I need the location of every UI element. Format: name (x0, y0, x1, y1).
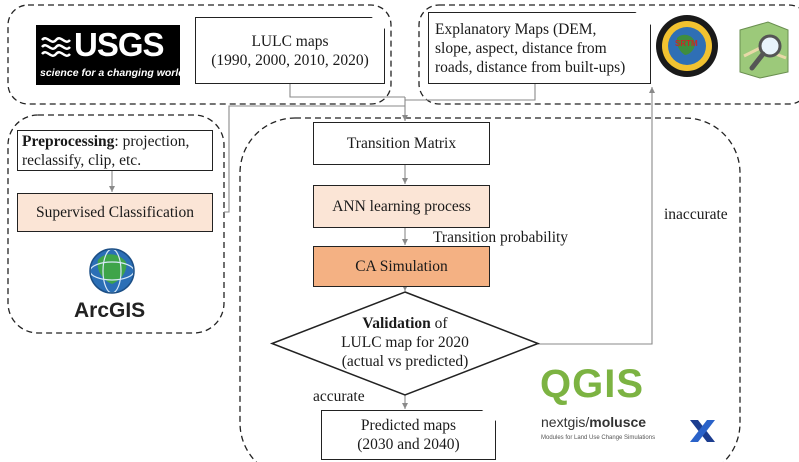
supervised-classification-box: Supervised Classification (17, 193, 213, 232)
srtm-logo (656, 15, 718, 77)
preprocessing-text2: reclassify, clip, etc. (22, 151, 142, 169)
usgs-wave-icon (41, 37, 71, 57)
ca-simulation-box: CA Simulation (313, 246, 490, 287)
explanatory-maps-line1: Explanatory Maps (DEM, (435, 20, 597, 38)
explanatory-maps-box: Explanatory Maps (DEM, slope, aspect, di… (428, 12, 651, 84)
classification-to-matrix-connector (224, 105, 405, 213)
validation-text2: LULC map for 2020 (341, 334, 469, 351)
explanatory-maps-line2: slope, aspect, distance from (435, 39, 607, 57)
qgis-logo: QGIS (540, 362, 645, 406)
molusce-logo: nextgis/molusce (541, 414, 646, 430)
predicted-maps-line1: Predicted maps (360, 417, 457, 434)
preprocessing-text1: : projection, (114, 132, 190, 150)
usgs-wordmark: USGS (74, 26, 165, 63)
explanatory-maps-line3: roads, distance from built-ups) (435, 58, 626, 76)
validation-title: Validation (362, 315, 431, 332)
inaccurate-label: inaccurate (664, 206, 728, 223)
lulc-to-matrix-connector (289, 84, 405, 98)
usgs-tagline: science for a changing world (40, 67, 185, 79)
validation-diamond (269, 291, 541, 396)
input-data-frame (7, 4, 392, 105)
lulc-maps-line2: (1990, 2000, 2010, 2020) (211, 51, 369, 69)
map-magnifier-logo (739, 21, 789, 79)
predicted-maps-line2: (2030 and 2040) (357, 436, 460, 453)
predicted-maps-box: Predicted maps (2030 and 2040) (321, 410, 496, 460)
arcgis-globe-icon (89, 248, 135, 294)
preprocessing-title: Preprocessing (22, 132, 115, 150)
lulc-maps-line1: LULC maps (251, 32, 329, 50)
transition-matrix-box: Transition Matrix (313, 122, 490, 165)
ann-learning-box: ANN learning process (313, 185, 490, 228)
arcgis-label: ArcGIS (74, 299, 146, 322)
molusce-prefix: nextgis/ (541, 414, 590, 430)
modelling-frame (239, 117, 741, 462)
molusce-tagline: Modules for Land Use Change Simulations (541, 435, 656, 441)
validation-text3: (actual vs predicted) (341, 353, 469, 370)
molusce-name: molusce (589, 414, 647, 430)
accurate-label: accurate (313, 388, 365, 405)
lulc-maps-box: LULC maps (1990, 2000, 2010, 2020) (195, 17, 385, 84)
transition-probability-label: Transition probability (433, 229, 569, 246)
explanatory-to-matrix-connector (405, 84, 536, 101)
validation-text: Validation of LULC map for 2020 (actual … (318, 314, 492, 371)
inaccurate-feedback-arrow (538, 87, 655, 345)
preprocessing-box: Preprocessing: projection, reclassify, c… (17, 130, 213, 171)
usgs-logo: USGS science for a changing world (36, 25, 185, 85)
x-mark-icon (690, 420, 715, 442)
explanatory-frame (418, 4, 799, 105)
srtm-label: SRTM (675, 39, 698, 48)
validation-text1: of (430, 315, 448, 332)
preprocessing-frame (7, 114, 225, 334)
